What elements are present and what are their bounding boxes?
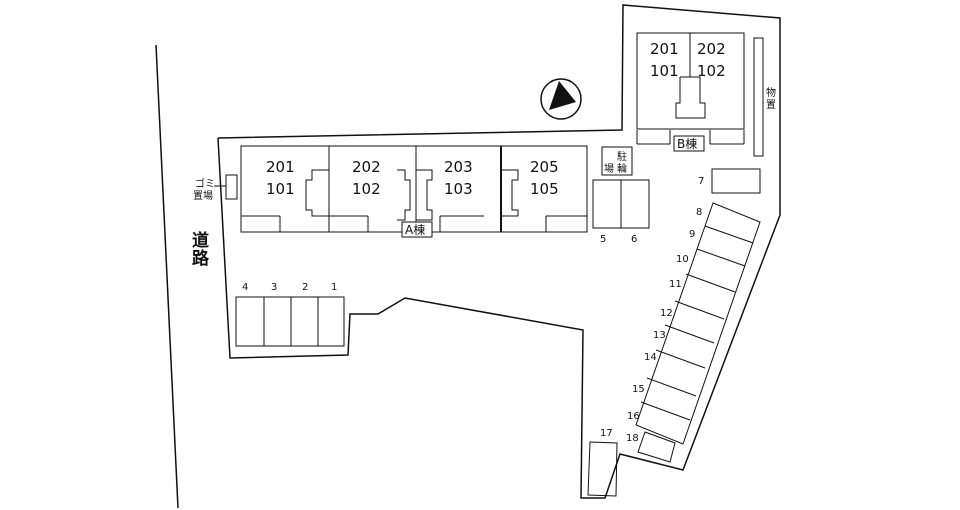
- parking-1-4: [235, 296, 345, 347]
- property-boundary: [217, 4, 781, 499]
- a-unit2-upper: 202: [352, 158, 381, 176]
- a-unit1-upper: 201: [266, 158, 295, 176]
- a-unit4-upper: 205: [530, 158, 559, 176]
- a-unit2-lower: 102: [352, 180, 381, 198]
- parking-label-13: 13: [653, 330, 666, 341]
- a-unit3-lower: 103: [444, 180, 473, 198]
- bicycle-label-1: 駐: [617, 150, 627, 163]
- building-a-label-box: [401, 221, 433, 238]
- road-edge-line: [155, 44, 179, 509]
- b-unit1-lower: 101: [650, 62, 679, 80]
- b-unit2-upper: 202: [697, 40, 726, 58]
- garbage-label-1: ゴミ: [195, 177, 215, 190]
- parking-7: [711, 168, 761, 194]
- building-b-label-box: [673, 135, 705, 152]
- bicycle-label-3: 場: [604, 162, 614, 175]
- parking-17: [587, 441, 618, 497]
- parking-label-7: 7: [698, 176, 704, 187]
- parking-label-11: 11: [669, 279, 682, 290]
- b-unit1-upper: 201: [650, 40, 679, 58]
- parking-label-14: 14: [644, 352, 657, 363]
- building-a: [240, 145, 588, 233]
- bicycle-parking-box: [601, 146, 633, 176]
- garbage-station: [225, 174, 238, 200]
- building-b-label: B棟: [677, 136, 697, 151]
- building-b: [636, 32, 745, 145]
- parking-label-18: 18: [626, 433, 639, 444]
- storage-label-1: 物: [766, 86, 776, 99]
- a-unit4-lower: 105: [530, 180, 559, 198]
- parking-label-16: 16: [627, 411, 640, 422]
- parking-label-8: 8: [696, 207, 702, 218]
- parking-18: [637, 431, 676, 463]
- parking-8-16: [635, 202, 761, 445]
- parking-label-10: 10: [676, 254, 689, 265]
- b-unit2-lower: 102: [697, 62, 726, 80]
- storage-shed: [753, 37, 764, 157]
- parking-5-6: [592, 179, 650, 229]
- parking-label-12: 12: [660, 308, 673, 319]
- north-arrow-icon: [540, 78, 582, 120]
- parking-label-2: 2: [302, 282, 308, 293]
- parking-label-4: 4: [242, 282, 248, 293]
- building-a-label: A棟: [405, 222, 425, 237]
- a-unit3-upper: 203: [444, 158, 473, 176]
- parking-label-17: 17: [600, 428, 613, 439]
- parking-label-15: 15: [632, 384, 645, 395]
- a-unit1-lower: 101: [266, 180, 295, 198]
- storage-label-2: 置: [766, 99, 776, 111]
- parking-label-5: 5: [600, 234, 606, 245]
- parking-label-9: 9: [689, 229, 695, 240]
- parking-label-3: 3: [271, 282, 277, 293]
- building-a-units: 201 101 202 102 203 103 205 105: [266, 158, 559, 198]
- parking-label-6: 6: [631, 234, 637, 245]
- parking-label-1: 1: [331, 282, 337, 293]
- road-label-1: 道: [192, 230, 209, 251]
- garbage-label-2: 置場: [193, 189, 213, 202]
- bicycle-label-2: 輪: [617, 162, 627, 175]
- road-label-2: 路: [192, 248, 210, 269]
